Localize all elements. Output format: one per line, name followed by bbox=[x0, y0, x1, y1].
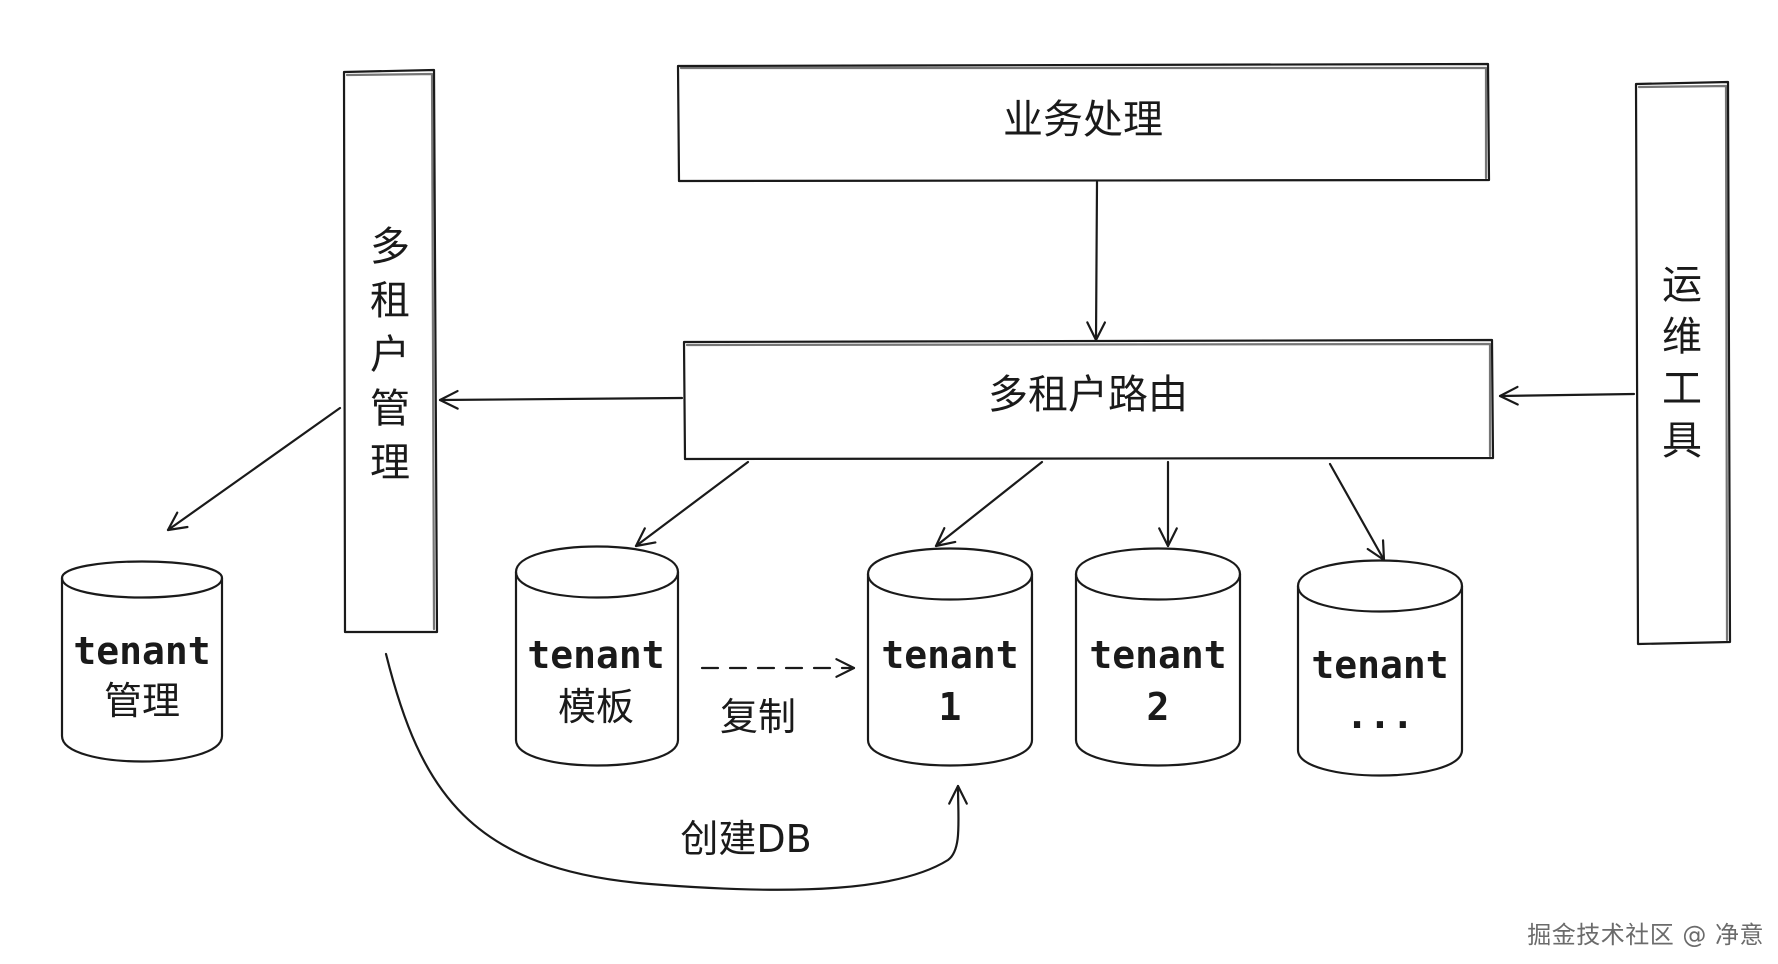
tenant-mgmt-char-1: 多 bbox=[370, 224, 410, 270]
tenant-mgmt-char-2: 租 bbox=[370, 278, 410, 324]
db-mgmt-line1: tenant bbox=[73, 629, 210, 673]
ops-tools-char-1: 运 bbox=[1662, 262, 1702, 308]
arrow-business-to-router bbox=[1086, 180, 1107, 342]
db-t1: tenant 1 bbox=[866, 547, 1034, 767]
arrow-router-to-template bbox=[634, 460, 750, 548]
tenant-mgmt-box: 多 租 户 管 理 bbox=[342, 68, 439, 634]
db-tn-line2: ... bbox=[1346, 693, 1415, 737]
router-label: 多租户路由 bbox=[988, 372, 1188, 418]
db-template: tenant 模板 bbox=[514, 545, 680, 767]
arrow-router-to-mgmt bbox=[438, 389, 684, 410]
ops-tools-char-4: 具 bbox=[1662, 418, 1702, 464]
arrow-router-to-tn bbox=[1328, 462, 1386, 562]
db-t2-line2: 2 bbox=[1147, 685, 1170, 729]
business-label: 业务处理 bbox=[1003, 97, 1163, 143]
db-template-line2: 模板 bbox=[558, 685, 634, 729]
arrow-ops-to-router bbox=[1498, 385, 1636, 406]
tenant-mgmt-char-5: 理 bbox=[370, 440, 410, 486]
arrow-create-db bbox=[384, 652, 968, 891]
db-mgmt: tenant 管理 bbox=[60, 560, 224, 763]
db-t2-line1: tenant bbox=[1089, 633, 1226, 677]
tenant-mgmt-char-3: 户 bbox=[370, 332, 410, 378]
create-db-label: 创建DB bbox=[680, 817, 811, 861]
db-t2: tenant 2 bbox=[1074, 547, 1242, 767]
db-mgmt-line2: 管理 bbox=[104, 679, 180, 723]
copy-label: 复制 bbox=[720, 695, 796, 739]
arrow-mgmt-to-db bbox=[166, 406, 342, 532]
ops-tools-box: 运 维 工 具 bbox=[1634, 80, 1732, 646]
ops-tools-char-3: 工 bbox=[1662, 366, 1702, 412]
db-template-line1: tenant bbox=[527, 633, 664, 677]
db-tn: tenant ... bbox=[1296, 559, 1464, 777]
db-t1-line2: 1 bbox=[939, 685, 962, 729]
arrow-router-to-t1 bbox=[934, 460, 1044, 548]
business-box: 业务处理 bbox=[676, 62, 1491, 183]
db-t1-line1: tenant bbox=[881, 633, 1018, 677]
db-tn-line1: tenant bbox=[1311, 643, 1448, 687]
watermark: 掘金技术社区 @ 净意 bbox=[1527, 921, 1764, 949]
router-box: 多租户路由 bbox=[682, 338, 1495, 461]
ops-tools-char-2: 维 bbox=[1662, 314, 1702, 360]
tenant-mgmt-char-4: 管 bbox=[370, 386, 410, 432]
